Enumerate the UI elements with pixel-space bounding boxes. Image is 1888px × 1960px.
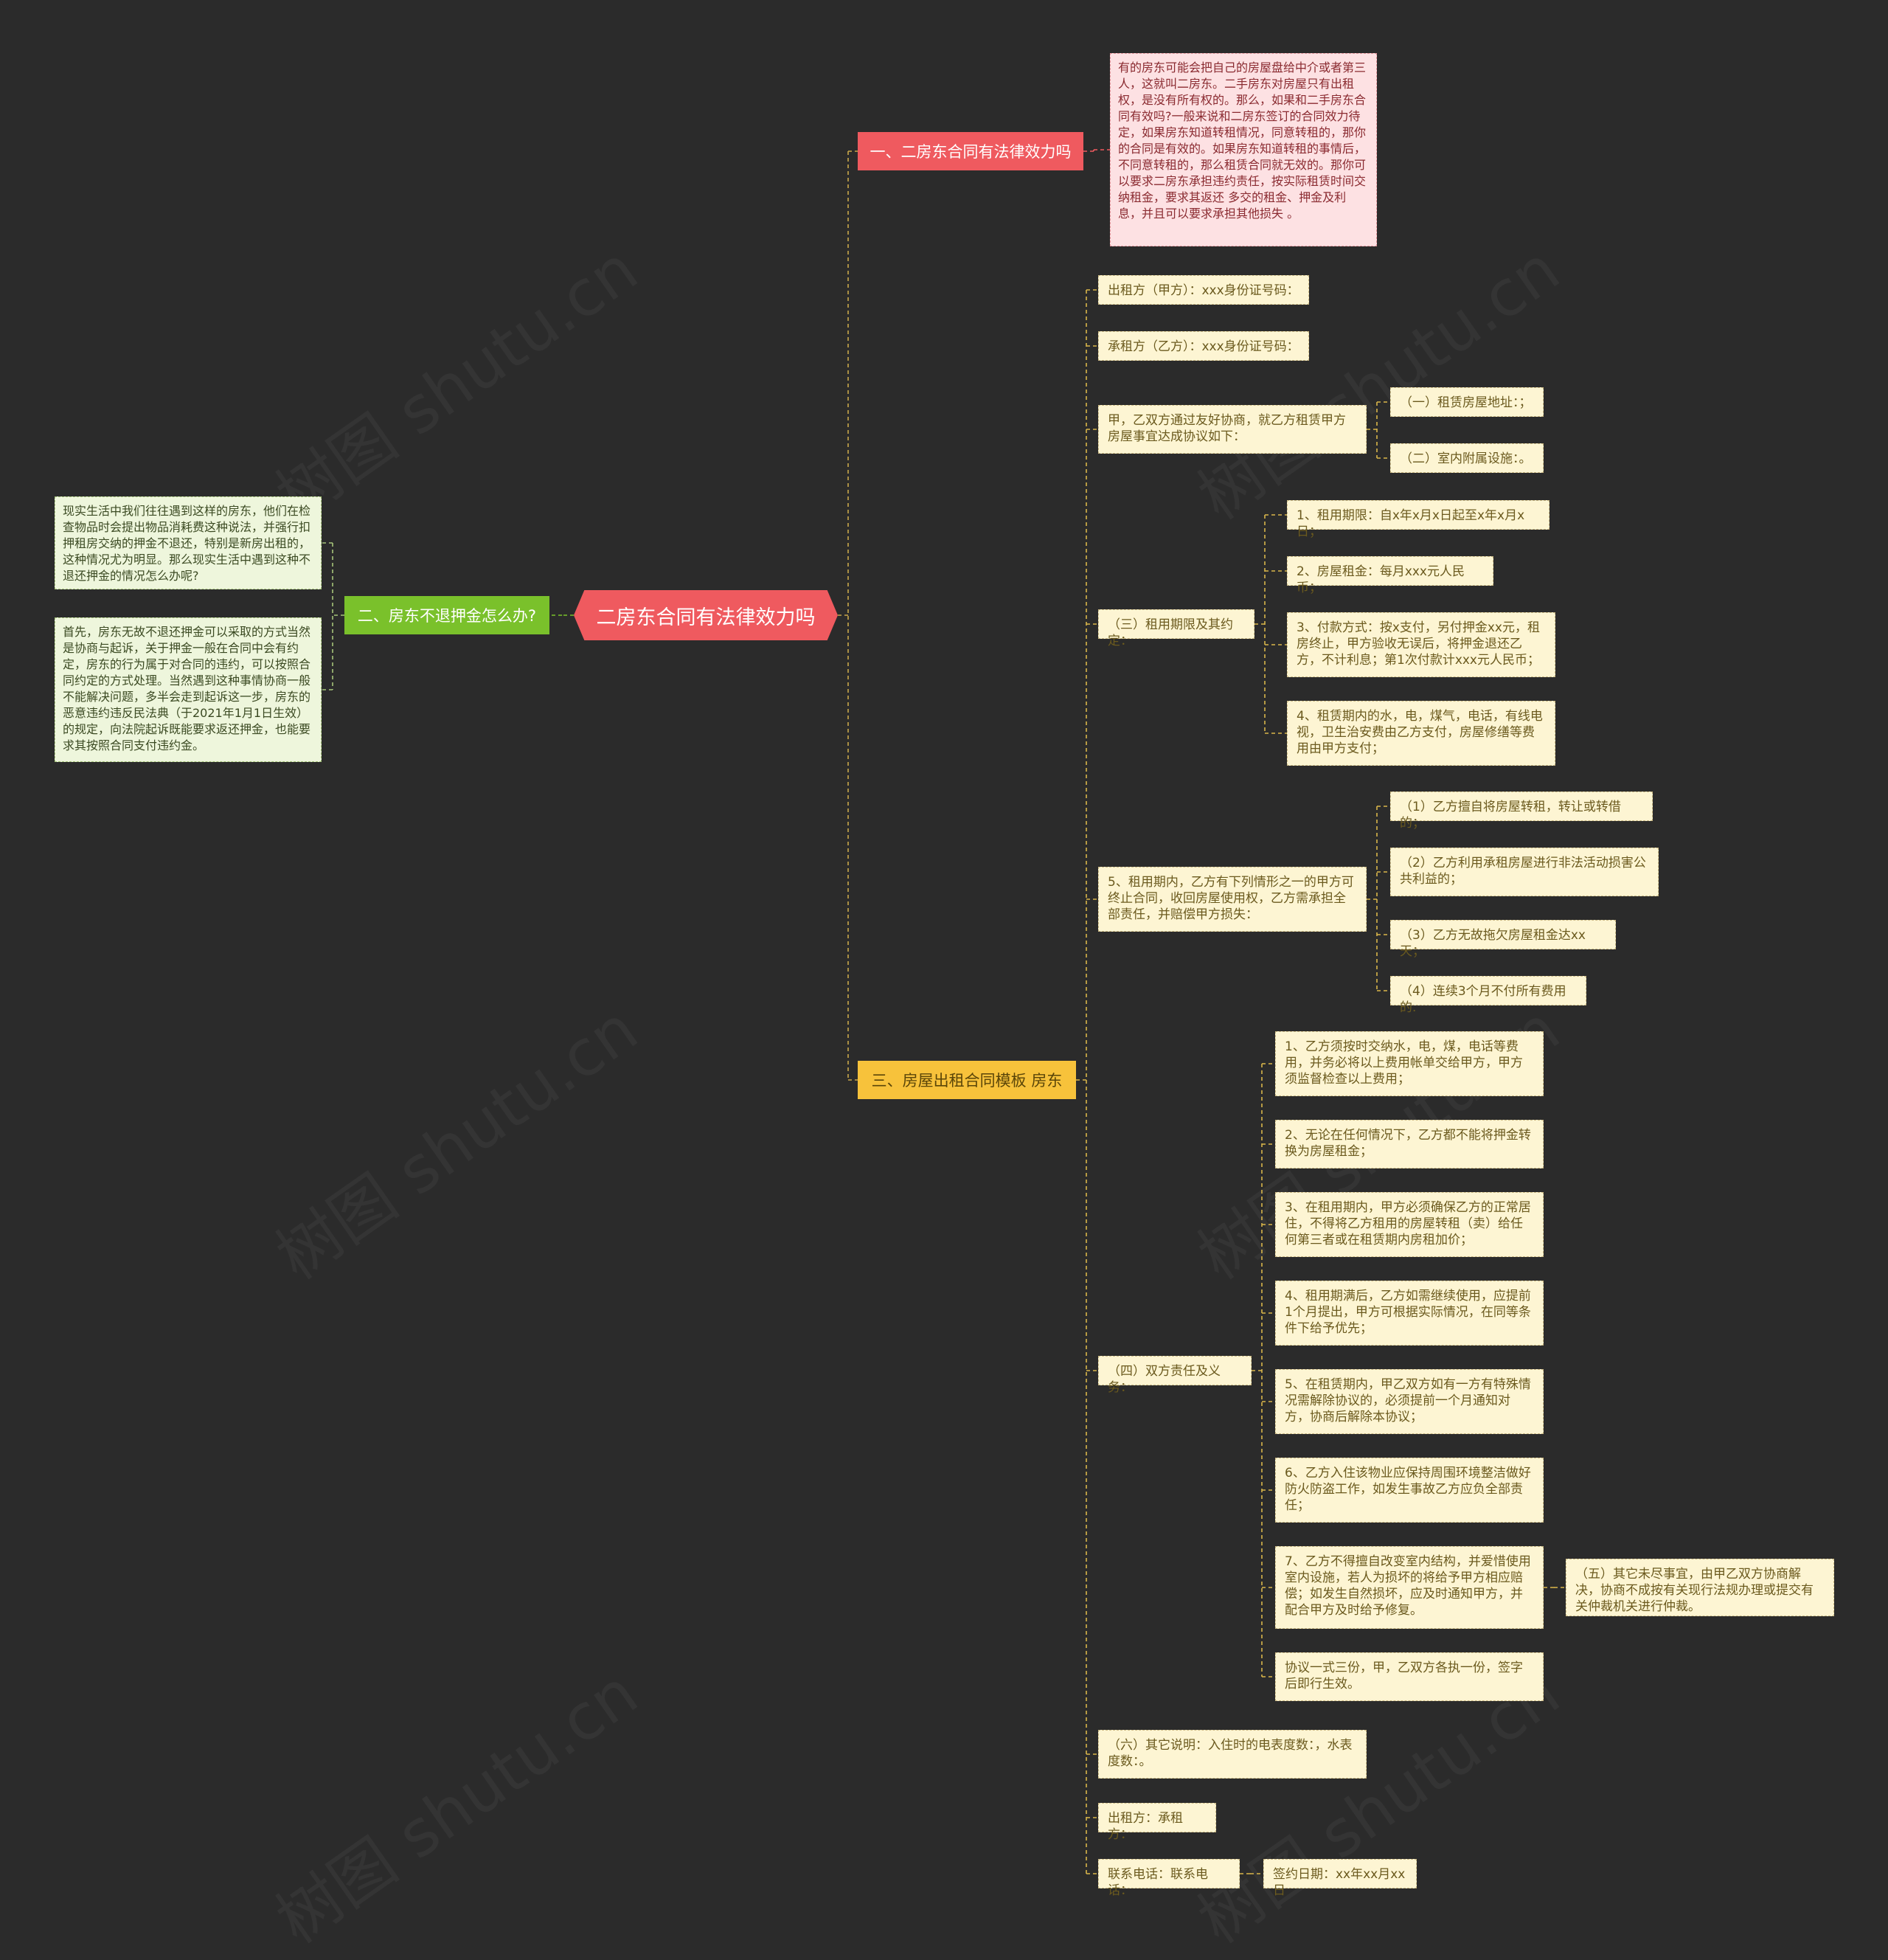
condition-rent-arrears: （3）乙方无故拖欠房屋租金达xx天；: [1390, 920, 1616, 959]
branch-deposit[interactable]: 二、房东不退押金怎么办?: [344, 596, 549, 634]
legal-effect-text: 有的房东可能会把自己的房屋盘给中介或者第三人，这就叫二房东。二手房东对房屋只有出…: [1110, 53, 1377, 246]
lessor-line: 出租方（甲方）：xxx身份证号码：: [1098, 275, 1309, 305]
utility-fees: 4、租赁期内的水，电，煤气，电话，有线电视，卫生治安费由乙方支付，房屋修缮等费用…: [1287, 701, 1555, 766]
condition-illegal-use: （2）乙方利用承租房屋进行非法活动损害公共利益的；: [1390, 848, 1659, 896]
termination-conditions: 5、租用期内，乙方有下列情形之一的甲方可终止合同，收回房屋使用权，乙方需承担全部…: [1098, 867, 1367, 932]
house-address: （一）租赁房屋地址：；: [1390, 387, 1544, 417]
duty-pay-utilities: 1、乙方须按时交纳水，电，煤，电话等费用，并务必将以上费用帐单交给甲方，甲方须监…: [1275, 1031, 1544, 1096]
indoor-facilities: （二）室内附属设施：。: [1390, 443, 1544, 473]
branch-legal-effect[interactable]: 一、二房东合同有法律效力吗: [858, 132, 1083, 170]
deposit-text-2: 首先，房东无故不退还押金可以采取的方式当然是协商与起诉，关于押金一般在合同中会有…: [55, 617, 322, 762]
signature-line: 出租方：承租方：: [1098, 1803, 1216, 1842]
lease-period: 1、租用期限：自x年x月x日起至x年x月x日；: [1287, 500, 1549, 539]
signing-date: 签约日期：xx年xx月xx日: [1263, 1859, 1417, 1898]
root-topic[interactable]: 二房东合同有法律效力吗: [574, 590, 838, 640]
rent-amount: 2、房屋租金：每月xxx元人民币；: [1287, 556, 1493, 595]
other-matters: （五）其它未尽事宜，由甲乙双方协商解决，协商不成按有关现行法规办理或提交有关仲裁…: [1566, 1559, 1834, 1616]
branch-contract-template[interactable]: 三、房屋出租合同模板 房东: [858, 1061, 1076, 1099]
condition-sublet: （1）乙方擅自将房屋转租，转让或转借的；: [1390, 792, 1653, 831]
lessee-line: 承租方（乙方）：xxx身份证号码：: [1098, 331, 1309, 361]
duty-early-termination: 5、在租赁期内，甲乙双方如有一方有特殊情况需解除协议的，必须提前一个月通知对方，…: [1275, 1369, 1544, 1434]
payment-method: 3、付款方式：按x支付，另付押金xx元，租房终止，甲方验收无误后，将押金退还乙方…: [1287, 612, 1555, 677]
duties-heading: （四）双方责任及义务：: [1098, 1356, 1252, 1395]
agreement-intro: 甲，乙双方通过友好协商，就乙方租赁甲方房屋事宜达成协议如下：: [1098, 405, 1367, 454]
duty-fire-safety: 6、乙方入住该物业应保持周围环境整洁做好防火防盗工作，如发生事故乙方应负全部责任…: [1275, 1458, 1544, 1523]
condition-unpaid-fees: （4）连续3个月不付所有费用的.: [1390, 976, 1586, 1015]
duty-deposit: 2、无论在任何情况下，乙方都不能将押金转换为房屋租金；: [1275, 1120, 1544, 1168]
duty-structure: 7、乙方不得擅自改变室内结构，并爱惜使用室内设施，若人为损坏的将给予甲方相应赔偿…: [1275, 1546, 1544, 1629]
phone-line: 联系电话：联系电话：: [1098, 1859, 1240, 1898]
other-notes: （六）其它说明：入住时的电表度数：，水表度数：。: [1098, 1730, 1367, 1779]
duty-renewal: 4、租用期满后，乙方如需继续使用，应提前1个月提出，甲方可根据实际情况，在同等条…: [1275, 1281, 1544, 1346]
copies-clause: 协议一式三份，甲，乙双方各执一份，签字后即行生效。: [1275, 1652, 1544, 1701]
deposit-text-1: 现实生活中我们往往遇到这样的房东，他们在检查物品时会提出物品消耗费这种说法，并强…: [55, 496, 322, 589]
lease-term-heading: （三）租用期限及其约定：: [1098, 609, 1254, 648]
duty-ensure-residence: 3、在租用期内，甲方必须确保乙方的正常居住，不得将乙方租用的房屋转租（卖）给任何…: [1275, 1192, 1544, 1257]
